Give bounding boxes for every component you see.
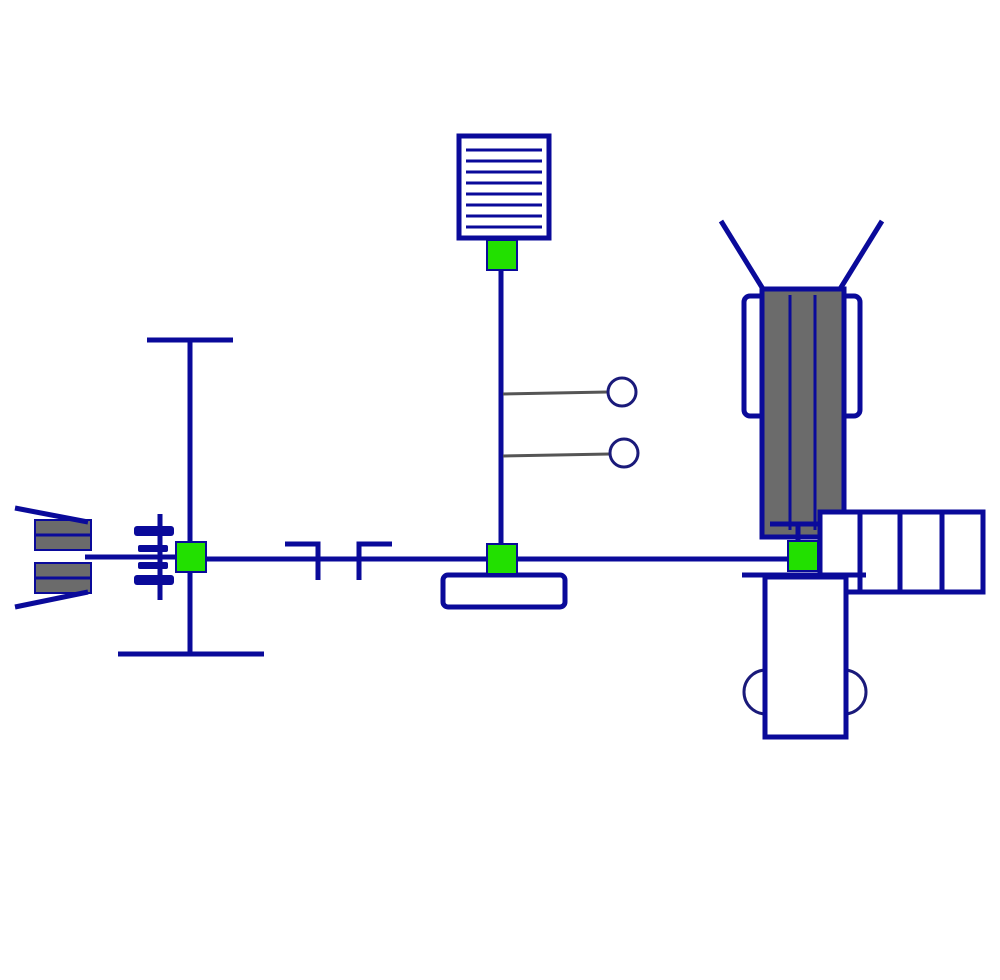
clamp-lower-jaw	[14, 589, 89, 610]
ring-wire-upper	[502, 390, 609, 396]
right-hook	[356, 541, 392, 580]
coupling-flange-top	[134, 526, 174, 536]
cabinet-body	[762, 574, 849, 740]
central-riser	[456, 133, 552, 545]
coupling-flange-lower-mid	[138, 562, 168, 569]
left-hook	[285, 541, 321, 580]
base-cabinet	[742, 572, 868, 740]
junctions	[175, 239, 819, 575]
funnel-left-arm	[718, 219, 766, 291]
top-junction	[486, 239, 518, 271]
ring-lower	[608, 437, 640, 469]
coupling-flange-upper-mid	[138, 545, 168, 552]
ring-upper	[606, 376, 638, 408]
coupling-flange-bottom	[134, 575, 174, 585]
right-junction	[787, 540, 819, 572]
container-body	[759, 286, 847, 540]
funnel-right-arm	[837, 219, 885, 291]
ring-wire-lower	[502, 452, 611, 458]
center-junction	[486, 543, 518, 575]
left-clamp-assembly	[14, 505, 92, 610]
hanging-rings	[502, 376, 640, 469]
right-container-unit	[718, 219, 885, 545]
pipe-hooks	[285, 541, 392, 580]
grille-icon	[466, 148, 542, 229]
bottom-tray	[440, 572, 568, 610]
left-crossbar-post	[118, 337, 264, 657]
top-grille-box	[456, 133, 552, 241]
left-coupling	[134, 514, 174, 600]
main-shaft	[85, 554, 790, 562]
left-junction	[175, 541, 207, 573]
clamp-upper-jaw	[14, 505, 89, 525]
